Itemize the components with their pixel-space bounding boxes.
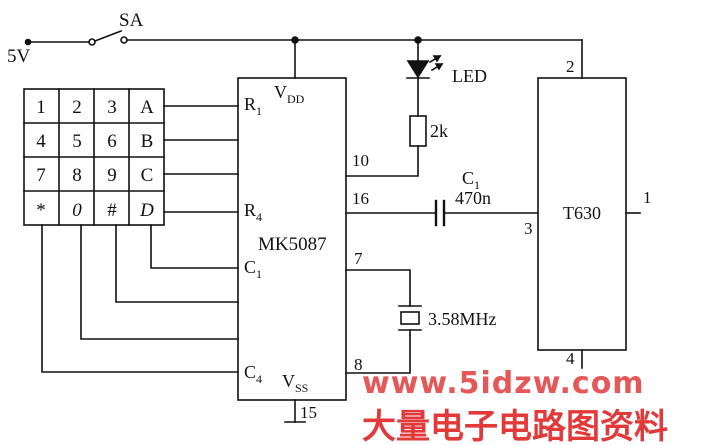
key-0: 0: [72, 200, 82, 221]
pin8-label: 8: [354, 355, 363, 374]
pin8-wire: [345, 334, 411, 374]
led-diode: [406, 39, 444, 117]
column-wires: [41, 224, 239, 373]
watermark-url: www.5idzw.com: [362, 366, 645, 401]
pin16-label: 16: [352, 189, 369, 208]
t630-pin3-label: 3: [524, 219, 533, 238]
key-6: 6: [107, 131, 117, 152]
key-7: 7: [36, 165, 46, 186]
key-d: D: [139, 200, 154, 221]
c4-pin-label: C4: [244, 362, 262, 386]
r4-label: R4: [244, 200, 262, 224]
t630-pin2-label: 2: [566, 57, 575, 76]
mk5087-name: MK5087: [258, 234, 327, 255]
capacitor-c1: [434, 199, 446, 227]
supply-voltage-label: 5V: [7, 46, 31, 67]
key-a: A: [140, 97, 154, 118]
supply-terminal: [24, 38, 32, 46]
led-arrow-2: [434, 63, 444, 71]
key-4: 4: [36, 131, 46, 152]
switch-label: SA: [119, 10, 144, 31]
key-3: 3: [107, 97, 117, 118]
key-2: 2: [72, 97, 82, 118]
key-1: 1: [36, 97, 46, 118]
resistor-label: 2k: [430, 121, 448, 141]
vss-label: VSS: [282, 371, 308, 395]
c1-pin-label: C1: [244, 257, 262, 281]
capacitor-value: 470n: [455, 188, 491, 208]
key-5: 5: [72, 131, 82, 152]
watermark-text: 大量电子电路图资料: [362, 407, 668, 445]
led-label: LED: [452, 66, 487, 86]
capacitor-name: C1: [462, 168, 480, 192]
r1-label: R1: [244, 94, 262, 118]
pin10-label: 10: [352, 151, 369, 170]
pin15-label: 15: [300, 403, 317, 422]
keypad-keys: 1 2 3 A 4 5 6 B 7 8 9 C * 0 # D: [36, 97, 154, 221]
key-hash: #: [107, 200, 117, 221]
key-b: B: [141, 131, 154, 152]
t630-name: T630: [563, 203, 601, 223]
switch-sa: [88, 29, 128, 46]
key-8: 8: [72, 165, 82, 186]
pin7-wire: [345, 269, 411, 303]
row-wires: [163, 105, 239, 213]
key-9: 9: [107, 165, 117, 186]
key-c: C: [141, 165, 154, 186]
t630-pin4-label: 4: [566, 349, 575, 368]
mk5087-chip: [237, 77, 347, 401]
t630-pin1-label: 1: [643, 188, 652, 207]
key-star: *: [36, 200, 46, 221]
pin7-label: 7: [354, 249, 363, 268]
pin10-wire: [345, 145, 419, 177]
vdd-label: VDD: [274, 82, 305, 106]
crystal-label: 3.58MHz: [428, 309, 497, 329]
supply-wiring: [27, 39, 583, 79]
keypad-grid: [23, 88, 165, 226]
resistor-2k: [409, 115, 427, 147]
led-arrow-1: [432, 55, 442, 63]
crystal-3.58mhz: [398, 301, 422, 336]
